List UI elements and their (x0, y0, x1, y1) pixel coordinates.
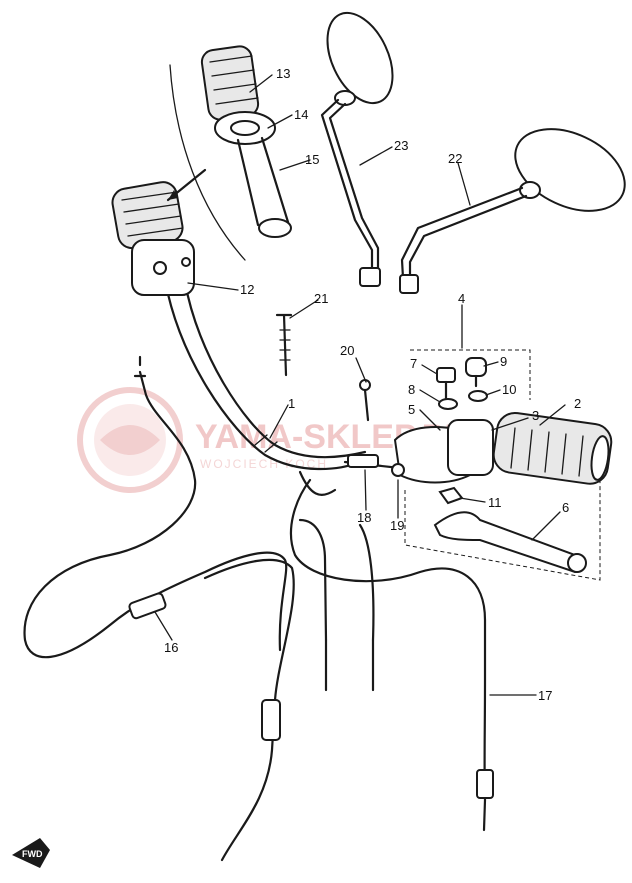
leader-lines (154, 74, 566, 696)
label-2: 2 (574, 396, 581, 411)
part-labels: 13 14 15 23 22 12 21 4 20 7 9 8 10 1 2 5… (164, 66, 581, 703)
label-17: 17 (538, 688, 552, 703)
label-21: 21 (314, 291, 328, 306)
cable-adjuster (343, 454, 405, 477)
screw-20 (359, 379, 371, 422)
watermark: YAMA-SKLEP.PL WOJCIECH KOCH (77, 387, 465, 493)
label-10: 10 (502, 382, 516, 397)
label-22: 22 (448, 151, 462, 166)
clutch-lever (433, 511, 587, 574)
handlebar (163, 278, 367, 496)
label-8: 8 (408, 382, 415, 397)
label-1: 1 (288, 396, 295, 411)
lever-holder (393, 349, 613, 581)
label-7: 7 (410, 356, 417, 371)
label-4: 4 (458, 291, 465, 306)
fwd-text: FWD (22, 849, 43, 859)
label-23: 23 (394, 138, 408, 153)
label-3: 3 (532, 408, 539, 423)
mirror-right (320, 11, 394, 287)
clutch-cable (289, 478, 494, 832)
throttle-grip-detail (166, 45, 292, 261)
label-18: 18 (357, 510, 371, 525)
label-13: 13 (276, 66, 290, 81)
label-16: 16 (164, 640, 178, 655)
mirror-left (399, 128, 626, 294)
label-19: 19 (390, 518, 404, 533)
watermark-subtext: WOJCIECH KOCH (200, 457, 328, 471)
bolt-21 (275, 313, 293, 377)
throttle-cable (23, 355, 295, 862)
left-switch-housing (111, 181, 195, 296)
small-bolts (436, 357, 488, 505)
watermark-logo (77, 387, 183, 493)
label-5: 5 (408, 402, 415, 417)
label-11: 11 (488, 495, 502, 510)
label-14: 14 (294, 107, 308, 122)
label-9: 9 (500, 354, 507, 369)
label-6: 6 (562, 500, 569, 515)
label-12: 12 (240, 282, 254, 297)
label-20: 20 (340, 343, 354, 358)
label-15: 15 (305, 152, 319, 167)
forward-direction-badge: FWD (12, 838, 50, 868)
